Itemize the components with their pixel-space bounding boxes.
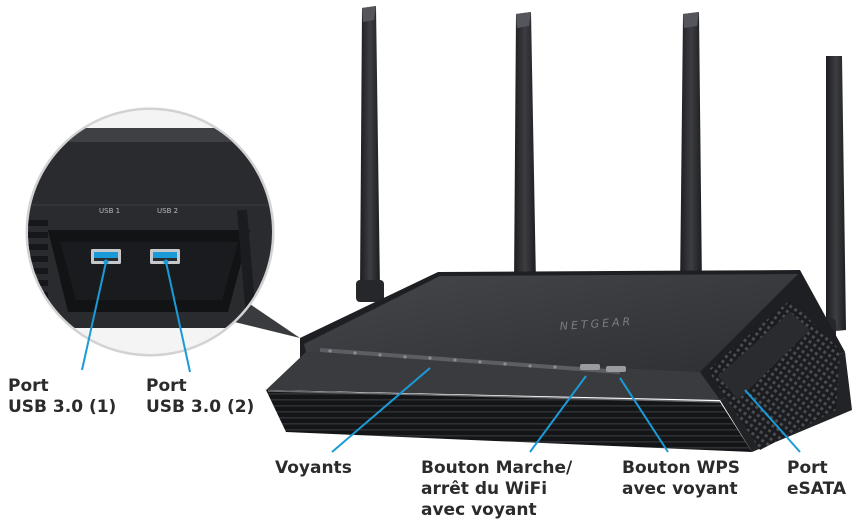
usb1-label: USB 1 xyxy=(99,207,120,215)
callout-usb2: Port USB 3.0 (2) xyxy=(146,376,254,418)
callout-wps-line2: avec voyant xyxy=(622,479,738,499)
usb2-port xyxy=(150,249,180,264)
leader-leds xyxy=(331,367,431,453)
callout-usb1: Port USB 3.0 (1) xyxy=(8,376,116,418)
callout-wps-line1: Bouton WPS xyxy=(622,458,741,478)
leader-esata xyxy=(744,389,801,453)
leader-lines xyxy=(81,261,801,453)
leader-wifi xyxy=(529,375,587,453)
leader-usb1 xyxy=(81,261,107,371)
led-strip xyxy=(319,348,626,374)
callout-leds-line1: Voyants xyxy=(275,458,352,478)
usb-inset: USB 1 USB 2 xyxy=(25,107,275,357)
wifi-button xyxy=(580,364,600,370)
callout-wifi-line1: Bouton Marche/ xyxy=(421,458,573,478)
callout-wifi-line3: avec voyant xyxy=(421,500,537,520)
callout-usb1-line1: Port xyxy=(8,376,49,396)
callout-wps: Bouton WPS avec voyant xyxy=(622,458,740,500)
router-body: NETGEAR xyxy=(266,270,852,452)
callout-wifi-line2: arrêt du WiFi xyxy=(421,479,548,499)
callout-wifi: Bouton Marche/ arrêt du WiFi avec voyant xyxy=(421,458,572,521)
callout-esata-line2: eSATA xyxy=(787,479,847,499)
wps-button xyxy=(606,366,626,372)
antenna-3 xyxy=(676,12,706,298)
brand-logo: NETGEAR xyxy=(559,315,633,333)
callout-usb2-line2: USB 3.0 (2) xyxy=(146,397,255,417)
callout-usb1-line2: USB 3.0 (1) xyxy=(8,397,117,417)
antenna-2 xyxy=(510,12,540,294)
usb2-label: USB 2 xyxy=(157,207,178,215)
callout-usb2-line1: Port xyxy=(146,376,187,396)
callout-esata: Port eSATA xyxy=(787,458,846,500)
callout-esata-line1: Port xyxy=(787,458,828,478)
antenna-1 xyxy=(356,6,384,302)
leader-wps xyxy=(619,377,669,453)
callout-leds: Voyants xyxy=(275,458,352,479)
leader-usb2 xyxy=(165,261,191,373)
